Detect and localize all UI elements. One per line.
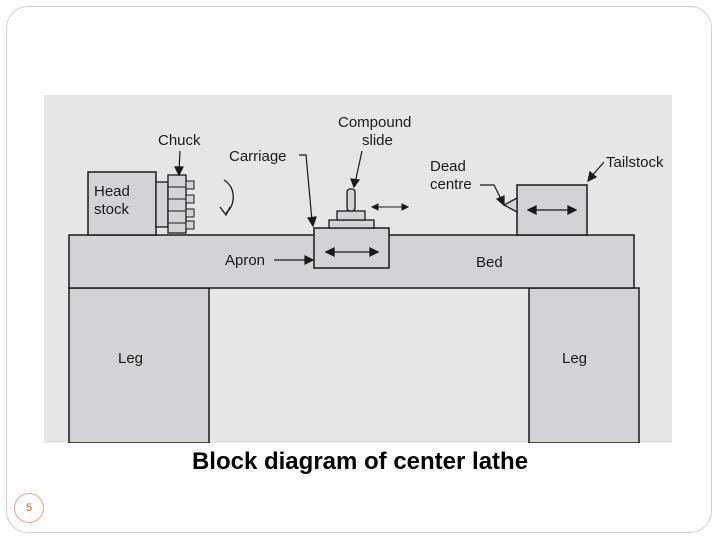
page-number-badge: 5 [14, 493, 44, 523]
tool-post [346, 188, 356, 212]
dead-centre [502, 196, 518, 214]
label-leg-right: Leg [562, 350, 587, 367]
right-leg [528, 287, 640, 443]
label-dead-centre-1: Dead [430, 158, 466, 175]
leader-lines [174, 150, 605, 265]
label-headstock-1: Head [94, 183, 130, 200]
compound-slide [336, 210, 366, 221]
label-headstock-2: stock [94, 201, 130, 218]
cross-slide [328, 219, 375, 229]
figure-caption: Block diagram of center lathe [191, 448, 529, 475]
label-bed: Bed [476, 254, 503, 271]
lathe-diagram: Chuck Carriage Compound slide Dead centr… [44, 95, 672, 443]
label-compound-slide-2: slide [362, 132, 393, 149]
label-chuck: Chuck [158, 132, 201, 149]
tailstock-travel-arrow [526, 204, 578, 216]
label-dead-centre-2: centre [430, 176, 472, 193]
page-number: 5 [25, 502, 33, 514]
label-leg-left: Leg [118, 350, 143, 367]
label-compound-slide-1: Compound [338, 114, 411, 131]
label-apron: Apron [225, 252, 265, 269]
carriage-travel-arrow [324, 246, 380, 258]
carriage-apron [313, 227, 390, 269]
chuck [155, 174, 195, 234]
label-carriage: Carriage [229, 148, 287, 165]
label-tailstock: Tailstock [606, 154, 664, 171]
compound-slide-arrow [370, 203, 410, 211]
